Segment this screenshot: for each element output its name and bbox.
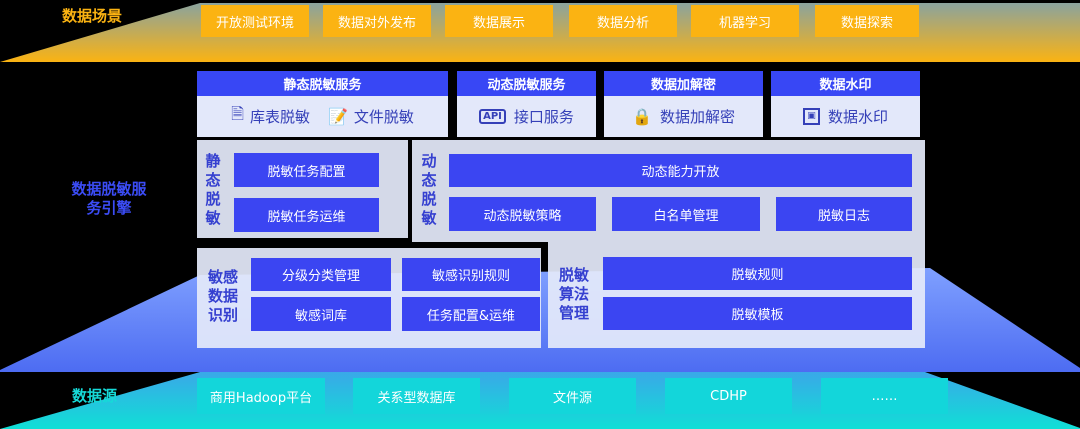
watermark-icon: ▣ — [802, 108, 820, 125]
algorithm-item: 脱敏规则 — [603, 257, 912, 290]
scenario-item: 数据展示 — [445, 5, 553, 37]
service-body: 🔒 数据加解密 — [604, 96, 763, 137]
lock-icon: 🔒 — [632, 107, 652, 126]
service-item: 文件脱敏 — [353, 108, 414, 126]
layer-label-engine: 数据脱敏服务引擎 — [71, 180, 147, 217]
scenario-item: 数据探索 — [815, 5, 919, 37]
static-masking-label: 静态脱敏 — [205, 152, 221, 227]
dynamic-capability-bar: 动态能力开放 — [449, 154, 912, 187]
scenario-item: 开放测试环境 — [201, 5, 309, 37]
static-masking-item: 脱敏任务运维 — [234, 198, 379, 232]
layer-label-source: 数据源 — [72, 387, 118, 405]
static-masking-item: 脱敏任务配置 — [234, 153, 379, 187]
algorithm-item: 脱敏模板 — [603, 297, 912, 330]
sensitive-item: 敏感识别规则 — [402, 258, 540, 291]
file-icon: 📝 — [327, 107, 348, 126]
service-title: 数据加解密 — [604, 71, 763, 96]
service-body: 🗎 库表脱敏 📝 文件脱敏 — [197, 96, 448, 137]
service-item: 数据加解密 — [659, 108, 735, 126]
source-item: 文件源 — [509, 378, 636, 414]
service-title: 动态脱敏服务 — [457, 71, 596, 96]
database-doc-icon: 🗎 — [231, 104, 244, 123]
sensitive-data-label: 敏感数据识别 — [207, 268, 238, 324]
source-item: …… — [821, 378, 948, 414]
dynamic-masking-item: 白名单管理 — [612, 197, 760, 231]
sensitive-item: 分级分类管理 — [251, 258, 391, 291]
scenario-item: 数据分析 — [569, 5, 677, 37]
dynamic-masking-item: 脱敏日志 — [776, 197, 912, 231]
source-item: CDHP — [665, 378, 792, 414]
service-item: 数据水印 — [827, 108, 888, 126]
service-body: ▣ 数据水印 — [771, 96, 920, 137]
layer-label-scenario: 数据场景 — [62, 7, 123, 25]
scenario-item: 机器学习 — [691, 5, 799, 37]
service-title: 静态脱敏服务 — [197, 71, 448, 96]
algorithm-label: 脱敏算法管理 — [558, 266, 589, 322]
scenario-item: 数据对外发布 — [323, 5, 431, 37]
dynamic-masking-item: 动态脱敏策略 — [449, 197, 596, 231]
source-item: 关系型数据库 — [353, 378, 480, 414]
service-item: 接口服务 — [513, 108, 574, 126]
dynamic-masking-label: 动态脱敏 — [421, 152, 437, 227]
sensitive-item: 任务配置&运维 — [402, 297, 540, 331]
service-title: 数据水印 — [771, 71, 920, 96]
service-item: 库表脱敏 — [249, 108, 310, 126]
source-item: 商用Hadoop平台 — [197, 378, 325, 414]
sensitive-item: 敏感词库 — [251, 297, 391, 331]
service-body: API 接口服务 — [457, 96, 596, 137]
api-icon: API — [479, 109, 506, 124]
